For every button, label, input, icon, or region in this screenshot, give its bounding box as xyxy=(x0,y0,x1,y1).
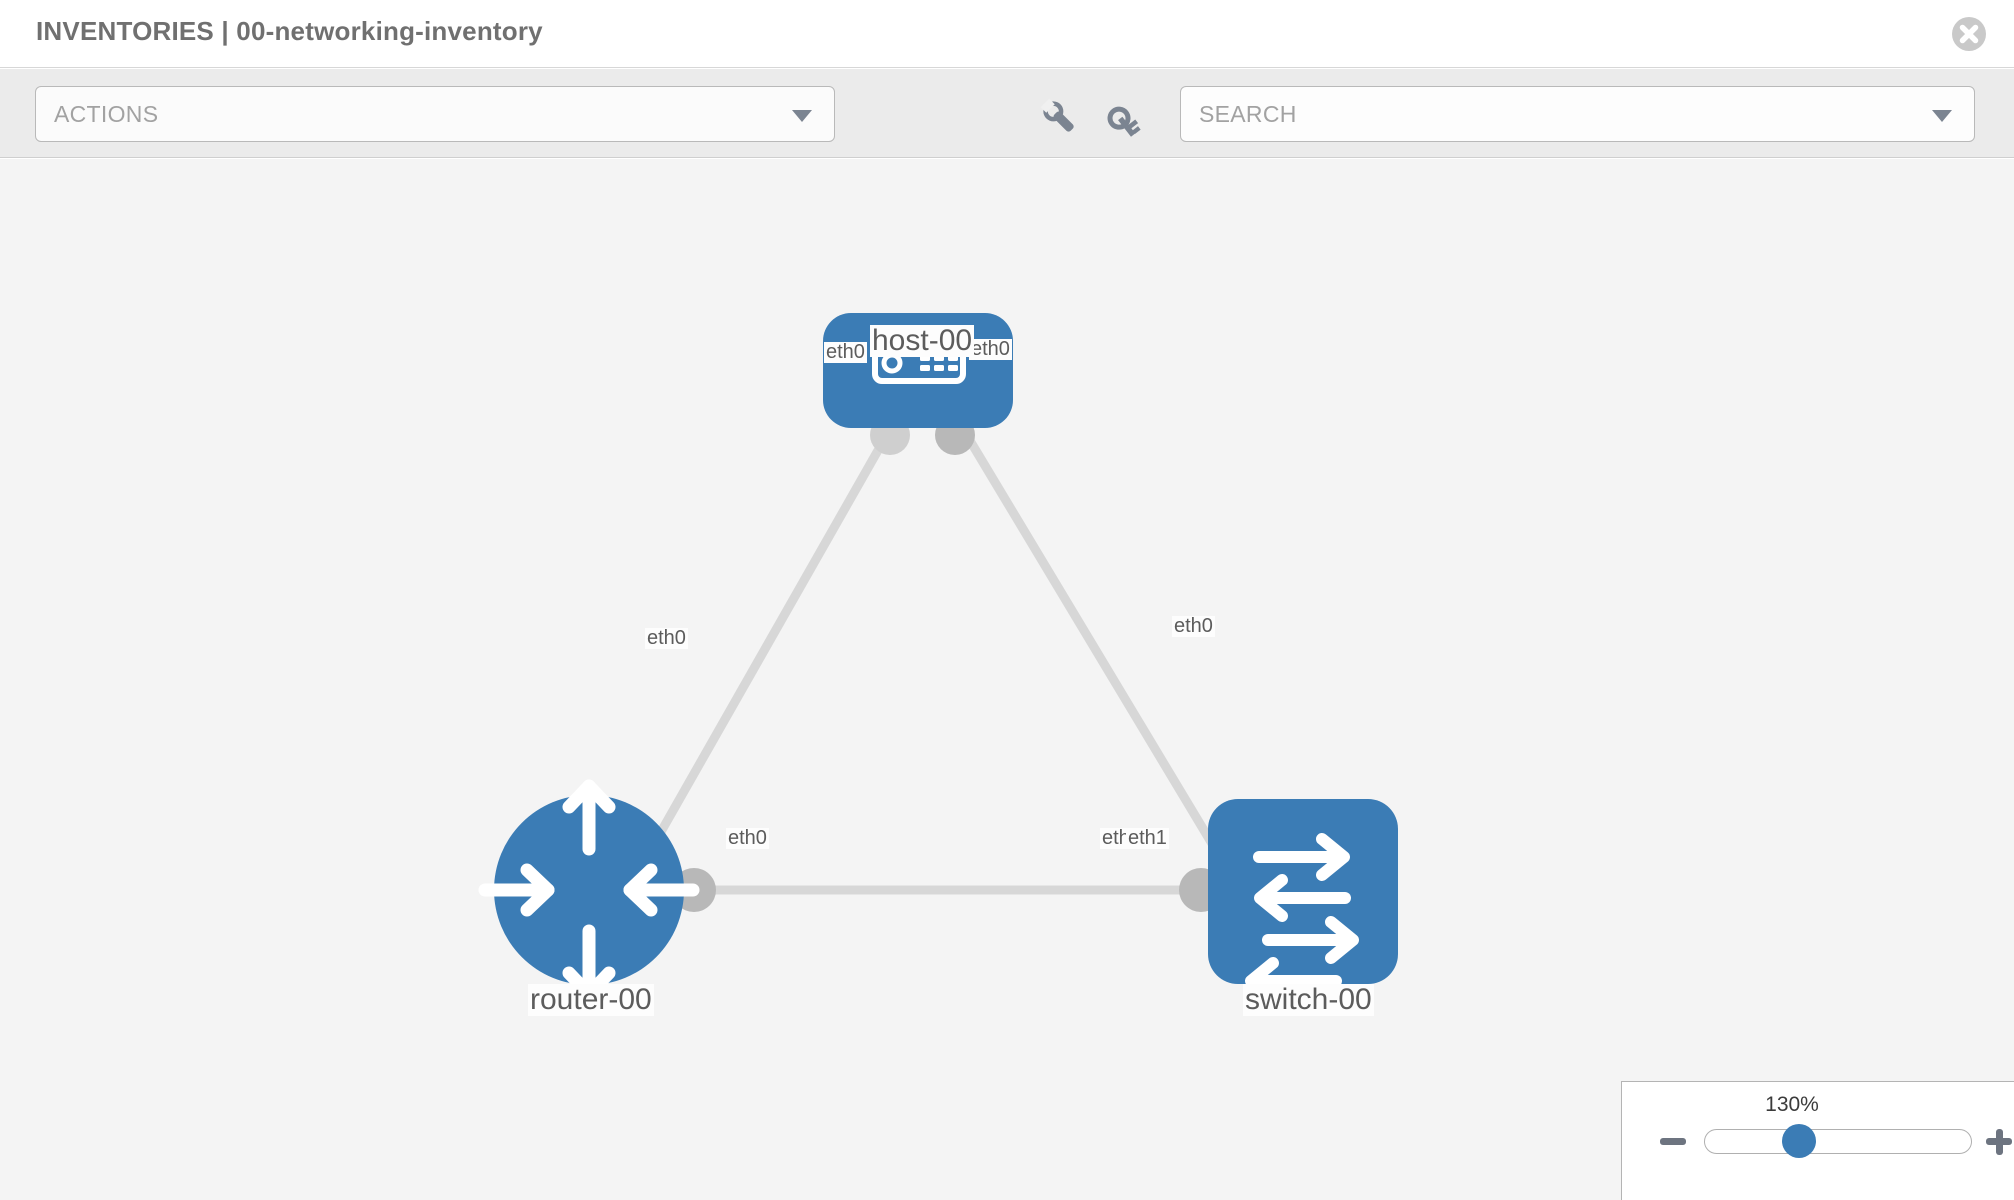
port-label: eth1 xyxy=(1126,827,1169,849)
wrench-icon[interactable] xyxy=(1037,95,1081,139)
port-label: eth0 xyxy=(824,341,867,363)
node-switch-00[interactable] xyxy=(1208,799,1398,1005)
node-label-router-00: router-00 xyxy=(528,983,654,1016)
topology-graph xyxy=(478,313,1398,1005)
link-host-switch[interactable] xyxy=(956,421,1236,880)
chevron-down-icon xyxy=(792,110,812,122)
port-label: eth0 xyxy=(1172,615,1215,637)
page-header: INVENTORIES | 00-networking-inventory xyxy=(0,0,2014,68)
zoom-slider-thumb[interactable] xyxy=(1782,1124,1816,1158)
topology-canvas[interactable]: eth0 eth0 host-00 eth0 eth0 eth0 eth0 et… xyxy=(0,159,2014,1200)
node-router-00[interactable] xyxy=(478,779,700,1001)
key-icon[interactable] xyxy=(1105,95,1149,139)
search-input[interactable]: SEARCH xyxy=(1180,86,1975,142)
actions-dropdown[interactable]: ACTIONS xyxy=(35,86,835,142)
zoom-in-button[interactable] xyxy=(1986,1128,2012,1155)
node-label-host-00: host-00 xyxy=(870,324,975,357)
router-arrows-icon xyxy=(478,779,700,1001)
zoom-out-button[interactable] xyxy=(1660,1138,1686,1145)
link-host-router[interactable] xyxy=(621,421,897,898)
page-title: INVENTORIES | 00-networking-inventory xyxy=(36,16,543,46)
node-label-switch-00: switch-00 xyxy=(1243,983,1374,1016)
port-label: eth0 xyxy=(726,827,769,849)
port-label: eth0 xyxy=(645,627,688,649)
chevron-down-icon xyxy=(1932,110,1952,122)
port-label: eth0 xyxy=(969,338,1012,360)
zoom-percent-label: 130% xyxy=(1765,1093,1819,1116)
topology-links xyxy=(621,421,1236,898)
zoom-slider-track[interactable] xyxy=(1704,1129,1972,1154)
actions-dropdown-label: ACTIONS xyxy=(54,101,159,127)
search-placeholder: SEARCH xyxy=(1199,101,1297,127)
close-icon[interactable] xyxy=(1950,15,1988,53)
zoom-control-panel: 130% xyxy=(1621,1081,2014,1200)
